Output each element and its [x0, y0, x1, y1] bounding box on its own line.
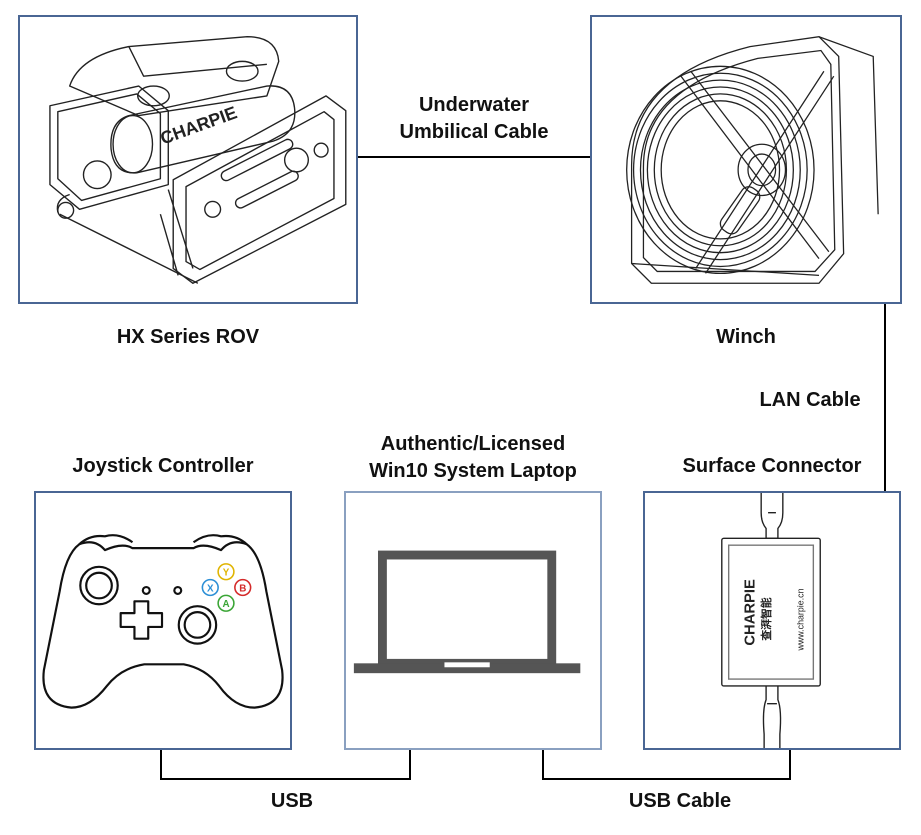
winch-label: Winch — [716, 326, 776, 348]
rov-illustration: CHARPIE — [49, 36, 347, 284]
button-a — [217, 594, 235, 612]
joystick-label: Joystick Controller — [72, 455, 254, 477]
button-x — [201, 578, 219, 597]
laptop-label: Authentic/Licensed Win10 System Laptop — [369, 433, 577, 482]
rov-label: HX Series ROV — [116, 326, 260, 348]
surface-brand-cn: 查湃智能 — [759, 597, 773, 641]
usb-cable-line — [542, 750, 791, 780]
lan-cable-label: LAN Cable — [759, 389, 861, 411]
winch-illustration — [626, 36, 879, 284]
button-b-label: B — [239, 583, 246, 594]
usb-line — [160, 750, 411, 780]
usb-cable-label: USB Cable — [628, 790, 732, 812]
button-x-label: X — [207, 583, 214, 594]
laptop-node — [344, 491, 602, 750]
surface-connector-illustration: CHARPIE 查湃智能 www.charpie.cn — [721, 493, 821, 748]
surface-website: www.charpie.cn — [796, 588, 806, 651]
surface-brand-text: CHARPIE — [742, 579, 758, 646]
button-b — [234, 578, 252, 597]
umbilical-cable-label: Underwater Umbilical Cable — [399, 94, 549, 143]
joystick-illustration: Y X B A — [42, 534, 284, 709]
rov-brand-text: CHARPIE — [158, 102, 240, 148]
button-y-label: Y — [223, 568, 230, 579]
surface-connector-node: CHARPIE 查湃智能 www.charpie.cn — [643, 491, 901, 750]
rov-node: CHARPIE — [18, 15, 358, 304]
button-a-label: A — [222, 599, 229, 610]
laptop-base — [353, 663, 581, 674]
laptop-screen — [377, 550, 557, 668]
button-y — [217, 563, 235, 581]
surface-connector-label: Surface Connector — [682, 455, 862, 477]
usb-label: USB — [270, 790, 314, 812]
winch-node — [590, 15, 902, 304]
joystick-node: Y X B A — [34, 491, 292, 750]
laptop-illustration — [353, 550, 581, 674]
